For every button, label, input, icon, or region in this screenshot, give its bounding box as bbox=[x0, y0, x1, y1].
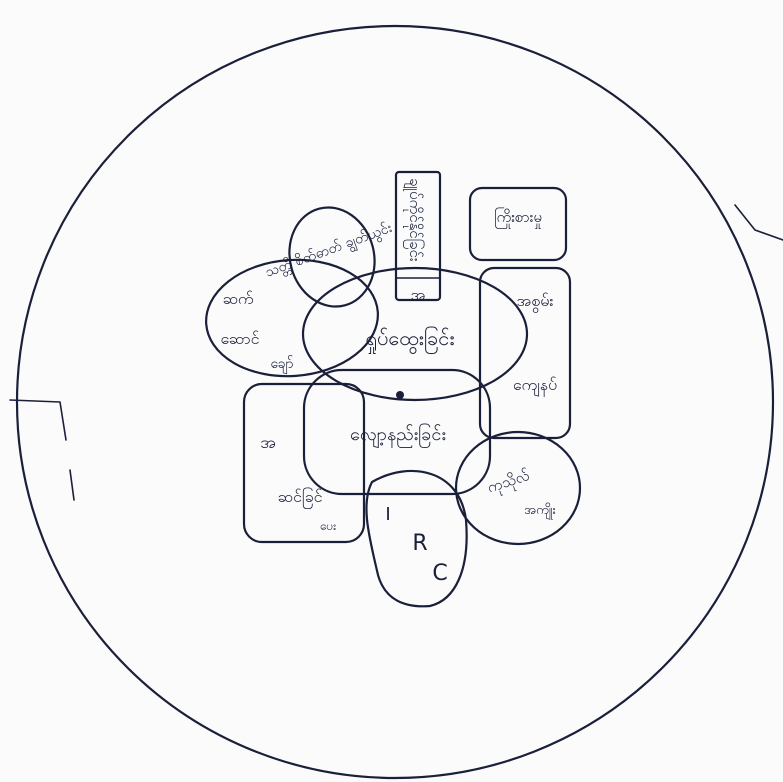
top-box-bottom-label: အ bbox=[411, 285, 426, 304]
bottom-left-label-3: ပေး bbox=[320, 519, 336, 533]
bottom-left-label-1: အ bbox=[260, 433, 276, 453]
center-bottom-label: လျော့နည်းခြင်း bbox=[350, 423, 446, 448]
left-oval-label-1: ဆက် bbox=[222, 289, 253, 308]
bottom-circle-label-c: C bbox=[432, 561, 447, 586]
bottom-right-label-2: အကျိုး bbox=[524, 502, 556, 520]
stray-stroke-right bbox=[735, 205, 783, 240]
right-box-top-label: အစွမ်း bbox=[517, 291, 554, 313]
bottom-right-label-1: ကုသိုလ် bbox=[485, 466, 533, 499]
center-dot bbox=[396, 391, 404, 399]
center-top-label: ရှုပ်ထွေးခြင်း bbox=[366, 326, 455, 354]
left-oval-label-2: ဆောင် bbox=[221, 329, 260, 348]
outer-circle bbox=[17, 26, 773, 778]
right-box-bottom-label: ကျေနပ် bbox=[513, 375, 557, 397]
bottom-left-label-2: ဆင်ခြင် bbox=[278, 487, 323, 509]
top-box-vertical-label: ချုပ်ကိုင်နိုင်ခြင်း bbox=[403, 178, 425, 262]
left-oval-label-3: ချော် bbox=[271, 356, 294, 374]
stray-mark-left bbox=[70, 470, 74, 500]
top-right-box-label: ကြိုးစားမှု bbox=[494, 207, 542, 229]
bottom-right-circle bbox=[456, 432, 580, 544]
bottom-circle-label-r: R bbox=[412, 531, 427, 556]
top-left-oval-label: သတ္တိ စိတ်ဓာတ် ချွတ်ယွင်း bbox=[263, 220, 395, 284]
bottom-circle-label-i: I bbox=[385, 504, 390, 525]
